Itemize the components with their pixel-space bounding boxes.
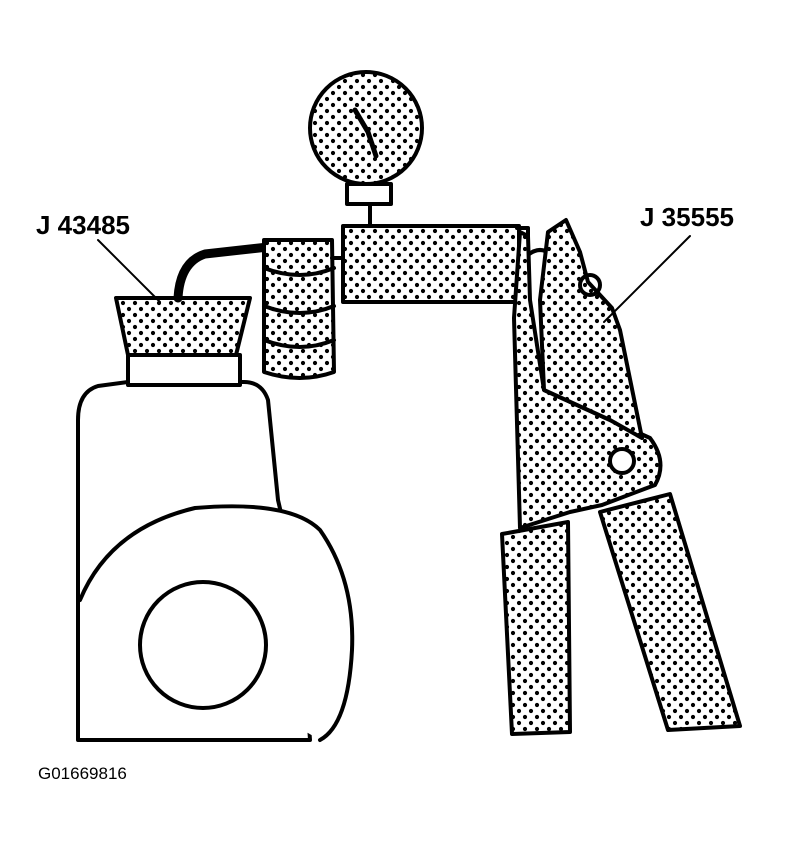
adapter-cap-j43485	[114, 296, 252, 357]
figure-id: G01669816	[38, 764, 127, 783]
vacuum-hose	[173, 242, 273, 303]
cylinder-port	[138, 580, 268, 710]
gauge-mount	[345, 182, 393, 206]
pump-body-j35555	[341, 224, 521, 304]
pump-lever-rear	[538, 218, 644, 440]
callout-j35555: J 35555	[640, 202, 734, 232]
canister-ring	[262, 338, 336, 349]
gauge-needle	[352, 107, 379, 159]
lever-spring	[578, 273, 602, 297]
pump-grip-front	[500, 520, 572, 736]
leader-line-left	[97, 239, 161, 303]
reservoir-neck	[126, 353, 242, 387]
pivot-bolt	[608, 447, 636, 475]
canister-ring	[262, 266, 336, 277]
callout-j43485: J 43485	[36, 210, 130, 240]
leader-line-right	[603, 235, 691, 323]
pump-grip-rear	[598, 492, 742, 732]
canister-ring	[262, 304, 336, 315]
